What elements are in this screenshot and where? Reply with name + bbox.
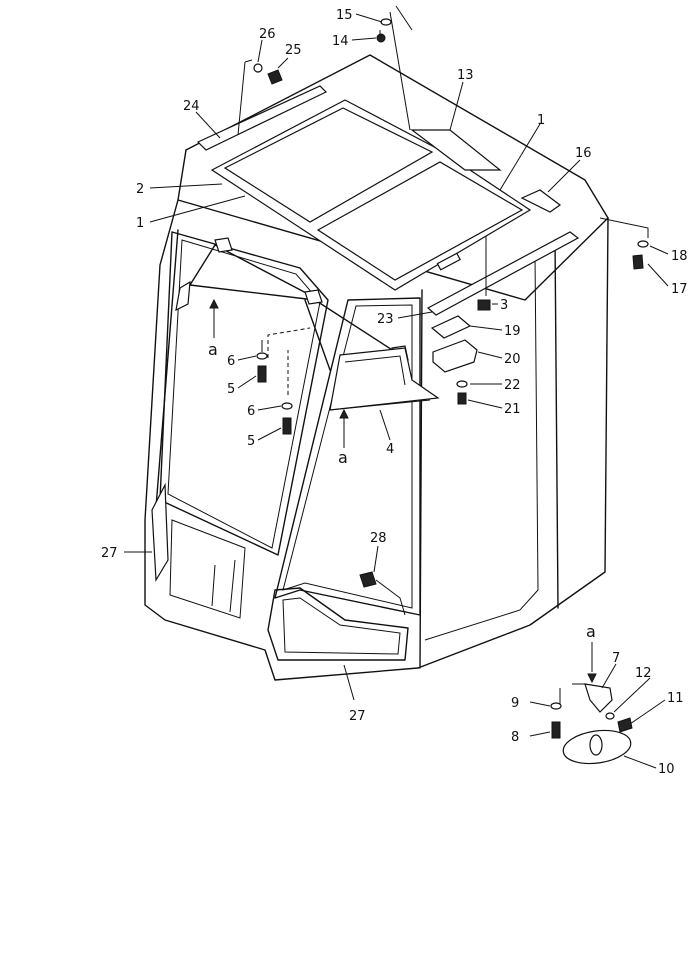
roof-panels: [196, 85, 580, 316]
label-1-left: 1: [136, 216, 144, 231]
ref-a-mid: a: [338, 448, 348, 467]
rail-clip-mid: [304, 289, 323, 305]
washer-9: [550, 702, 562, 710]
rail-clip-top: [214, 237, 233, 253]
label-15: 15: [336, 8, 353, 23]
label-9: 9: [511, 696, 519, 711]
label-7: 7: [612, 651, 620, 666]
label-13: 13: [457, 68, 474, 83]
bolt-21: [457, 392, 467, 405]
nut-3: [477, 299, 491, 311]
label-4: 4: [386, 442, 394, 457]
roof-latch: [436, 252, 461, 271]
label-18: 18: [671, 249, 688, 264]
washer-6-lower: [281, 402, 293, 410]
label-21: 21: [504, 402, 521, 417]
roof-panel-left: [223, 107, 434, 223]
label-12: 12: [635, 666, 652, 681]
bracket-13: [410, 129, 502, 171]
bolt-5-upper: [257, 365, 267, 383]
label-23: 23: [377, 312, 394, 327]
label-25: 25: [285, 43, 302, 58]
bolt-28: [359, 571, 377, 588]
bolt-25: [267, 69, 283, 85]
mirror-bracket-7: [584, 683, 613, 713]
washer-6-upper: [256, 352, 268, 360]
label-11: 11: [667, 691, 684, 706]
label-24: 24: [183, 99, 200, 114]
bolt-5-lower: [282, 417, 292, 435]
bolt-8: [551, 721, 561, 739]
leader-lines: [124, 13, 669, 769]
label-5-upper: 5: [227, 382, 235, 397]
label-22: 22: [504, 378, 521, 393]
label-27-left: 27: [101, 546, 118, 561]
label-10: 10: [658, 762, 675, 777]
bolt-14: [376, 33, 386, 43]
label-14: 14: [332, 34, 349, 49]
label-16: 16: [575, 146, 592, 161]
trim-strip-23: [426, 231, 580, 316]
label-26: 26: [259, 27, 276, 42]
mirror-assembly: [550, 683, 633, 765]
washer-26: [253, 63, 263, 73]
interior-rails: [175, 237, 440, 411]
bolt-11: [617, 717, 633, 733]
washer-15: [380, 18, 392, 26]
block-20: [432, 339, 478, 373]
label-27-bottom: 27: [349, 709, 366, 724]
washer-12: [605, 712, 615, 720]
cab-body: [144, 54, 609, 681]
label-8: 8: [511, 730, 519, 745]
label-17: 17: [671, 282, 688, 297]
label-6-lower: 6: [247, 404, 255, 419]
roof-panel-right: [316, 161, 524, 281]
washer-18: [637, 240, 649, 248]
visor-4: [329, 347, 440, 411]
ref-a-lower: a: [586, 622, 596, 641]
part-labels: 15 14 26 25 13 24 1 16 2 1 18 17 3 23 19…: [101, 8, 688, 777]
roof-trim-24: [196, 85, 328, 151]
ref-a-left: a: [208, 340, 218, 359]
label-19: 19: [504, 324, 521, 339]
bracket-16: [520, 189, 562, 213]
label-28: 28: [370, 531, 387, 546]
label-20: 20: [504, 352, 521, 367]
label-5-lower: 5: [247, 434, 255, 449]
bolt-17: [632, 254, 644, 270]
label-6-upper: 6: [227, 354, 235, 369]
washer-22: [456, 380, 468, 388]
pad-19: [430, 315, 472, 339]
label-3: 3: [500, 298, 508, 313]
label-1-top: 1: [537, 113, 545, 128]
label-2: 2: [136, 182, 144, 197]
fasteners: [209, 5, 649, 684]
